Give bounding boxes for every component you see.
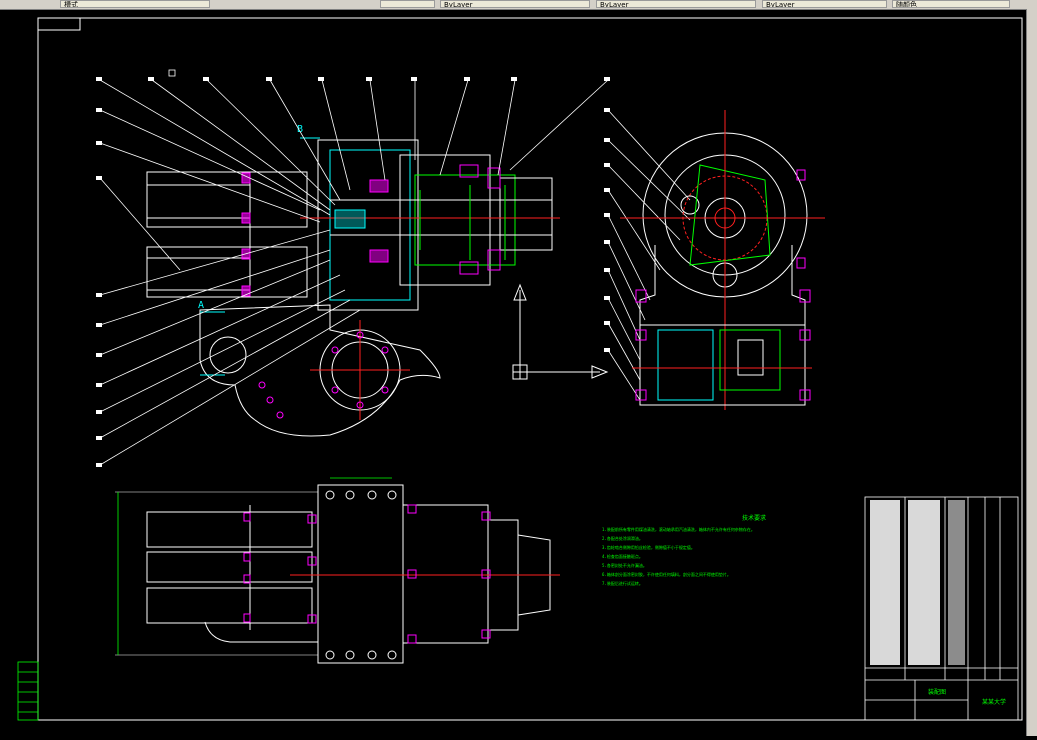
note-line: 1.装配前所有零件用煤油清洗，滚动轴承用汽油清洗，箱体内不允许有任何杂物存在。 <box>602 526 755 532</box>
note-line: 6.箱体剖分面涂密封胶，不许使用任何填料，剖分面之间不得使用垫片。 <box>602 571 731 577</box>
drawing-canvas[interactable]: B A <box>0 10 1026 736</box>
leader-lines <box>99 79 691 466</box>
corner-code-box <box>37 17 81 31</box>
toolbar: 槽式 ByLayer ByLayer ByLayer 随颜色 <box>0 0 1037 10</box>
cad-drawing: B A <box>17 17 1023 721</box>
ucs-icon <box>512 283 609 380</box>
balloon-ticks <box>96 77 610 467</box>
technical-notes: 技术要求 1.装配前所有零件用煤油清洗，滚动轴承用汽油清洗，箱体内不允许有任何杂… <box>602 514 766 586</box>
style-combo[interactable] <box>380 0 435 8</box>
view-label-a: A <box>198 300 204 311</box>
note-line: 2.各配合处涂润滑油。 <box>602 535 643 541</box>
drawing-name: 装配图 <box>928 688 946 696</box>
note-line: 3.齿轮啮合侧隙用铅丝检验，侧隙值不小于规定值。 <box>602 544 695 550</box>
side-view <box>620 110 825 410</box>
notes-title: 技术要求 <box>742 514 766 522</box>
note-line: 7.装配后进行试运转。 <box>602 580 643 586</box>
note-line: 5.各密封处不允许漏油。 <box>602 562 647 568</box>
plotstyle-combo[interactable]: 随颜色 <box>892 0 1010 8</box>
small-square-mark <box>168 69 176 77</box>
color-combo[interactable]: ByLayer <box>440 0 590 8</box>
company-name: 某某大学 <box>982 698 1006 706</box>
revision-table <box>17 661 39 721</box>
note-line: 4.检查齿面接触斑点。 <box>602 553 643 559</box>
parts-list-rows <box>870 500 965 665</box>
front-view: B A <box>146 124 560 437</box>
parts-list <box>864 496 1019 721</box>
vertical-scrollbar[interactable] <box>1026 9 1037 736</box>
top-view <box>115 477 560 664</box>
lineweight-combo[interactable]: ByLayer <box>762 0 887 8</box>
outer-frame <box>37 17 1023 721</box>
layer-combo[interactable]: 槽式 <box>60 0 210 8</box>
view-label-b: B <box>297 124 303 135</box>
linetype-combo[interactable]: ByLayer <box>596 0 756 8</box>
